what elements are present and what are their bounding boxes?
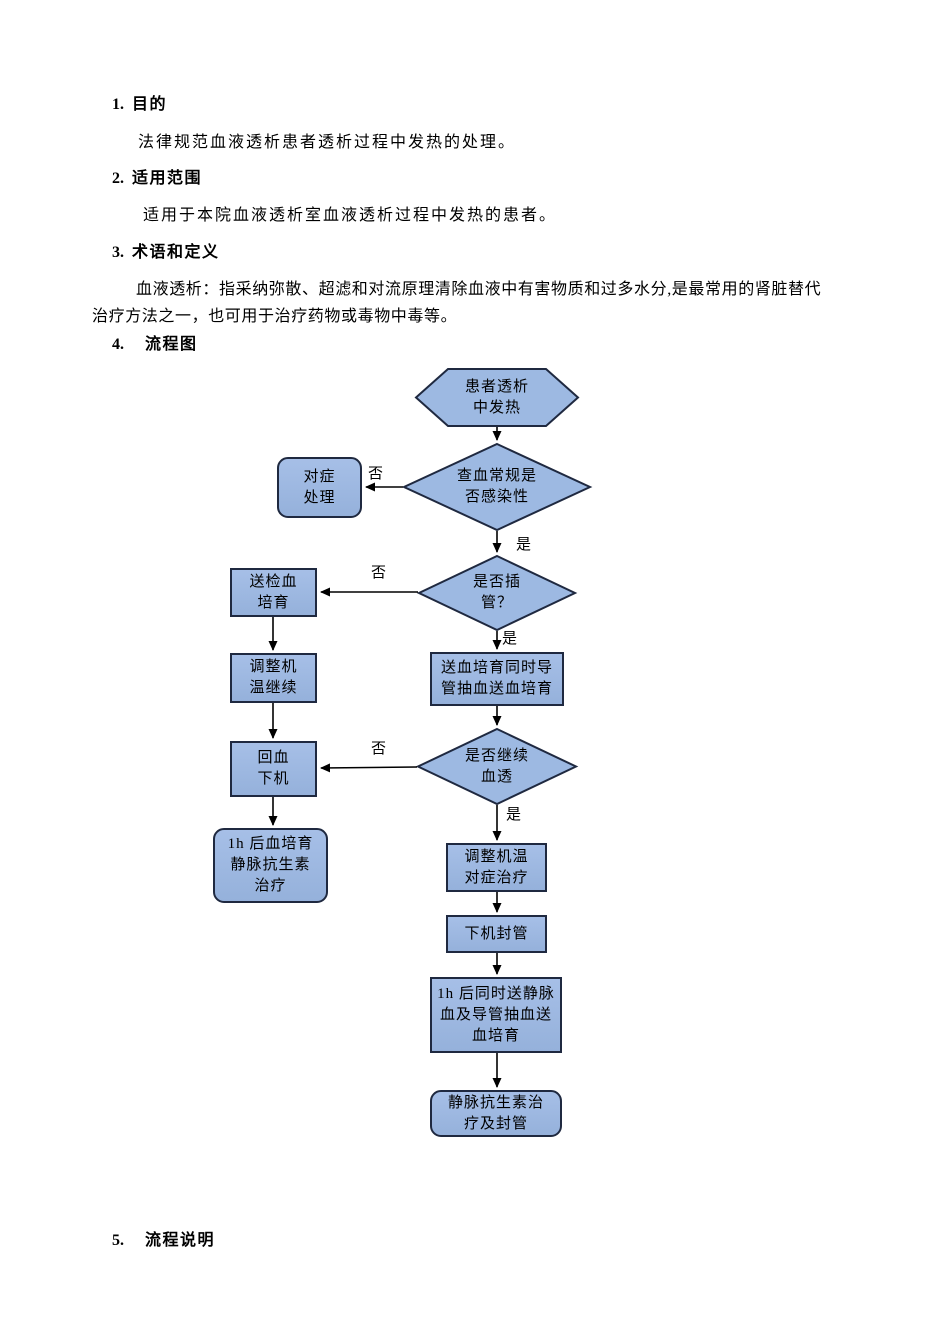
edge-label-no-infection: 否: [368, 466, 384, 482]
section-3-body-line2: 治疗方法之一，也可用于治疗药物或毒物中毒等。: [92, 308, 458, 325]
flow-node-adjust-temp-continue-label: 调整机 温继续: [249, 659, 298, 696]
flow-node-iv-antibiotics-seal-label: 静脉抗生素治 疗及封管: [447, 1094, 544, 1132]
flow-node-adjust-temp-treat-label: 调整机温 对症治疗: [464, 848, 529, 886]
flow-node-send-culture-catheter-label: 送血培育同时导 管抽血送血培育: [440, 660, 553, 697]
flow-node-symptomatic-treatment-label: 对症 处理: [303, 468, 336, 506]
flow-node-culture-iv-antibiotics: 1h 后血培育 静脉抗生素 治疗: [213, 828, 328, 903]
flow-node-send-blood-culture: 送检血 培育: [230, 568, 317, 617]
section-1-title: 目的: [132, 96, 168, 113]
flow-node-send-vein-catheter-culture-label: 1h 后同时送静脉 血及导管抽血送 血培育: [437, 985, 555, 1044]
flow-node-adjust-temp-continue: 调整机 温继续: [230, 653, 317, 703]
edge-label-no-catheter: 否: [371, 565, 387, 581]
flow-node-off-machine-seal-label: 下机封管: [464, 925, 529, 942]
arrow-continue-no-return: [320, 763, 418, 773]
section-3-number: 3.: [112, 244, 124, 261]
flow-node-send-vein-catheter-culture: 1h 后同时送静脉 血及导管抽血送 血培育: [430, 977, 562, 1053]
hexagon-shape: [414, 368, 580, 427]
flow-node-is-catheterized-label: 是否插 管？: [472, 574, 521, 611]
section-5-heading: 5. 流程说明: [112, 1226, 215, 1250]
section-3-body-line1: 血液透析：指采纳弥散、超滤和对流原理清除血液中有害物质和过多水分,是最常用的肾脏…: [136, 281, 822, 298]
flow-node-off-machine-seal: 下机封管: [446, 915, 547, 953]
flow-node-iv-antibiotics-seal: 静脉抗生素治 疗及封管: [430, 1090, 562, 1137]
diamond-shape: [416, 554, 578, 632]
flow-node-adjust-temp-treat: 调整机温 对症治疗: [446, 843, 547, 892]
section-1-body: 法律规范血液透析患者透析过程中发热的处理。: [138, 134, 517, 151]
section-3-heading: 3. 术语和定义: [112, 238, 220, 262]
flow-node-send-blood-culture-label: 送检血 培育: [249, 573, 298, 611]
section-4-title: 流程图: [145, 336, 198, 353]
section-2-body: 适用于本院血液透析室血液透析过程中发热的患者。: [143, 207, 558, 224]
section-1-number: 1.: [112, 96, 124, 113]
flow-node-return-blood-off: 回血 下机: [230, 741, 317, 797]
flow-node-check-infection-label: 查血常规是 否感染性: [456, 468, 537, 505]
flow-node-return-blood-off-label: 回血 下机: [257, 750, 290, 787]
edge-label-no-continue: 否: [371, 741, 387, 757]
section-5-title: 流程说明: [145, 1232, 216, 1249]
diamond-shape: [401, 442, 593, 532]
edge-label-yes-catheter: 是: [502, 631, 518, 647]
section-3-title: 术语和定义: [132, 244, 220, 261]
section-4-number: 4.: [112, 336, 124, 353]
edge-label-yes-infection: 是: [516, 537, 532, 553]
flow-node-send-culture-catheter: 送血培育同时导 管抽血送血培育: [430, 652, 564, 706]
flow-node-is-catheterized: 是否插 管？: [416, 554, 578, 632]
flow-node-symptomatic-treatment: 对症 处理: [277, 457, 362, 518]
flow-node-start-label: 患者透析 中发热: [464, 378, 529, 416]
flow-node-start: 患者透析 中发热: [414, 368, 580, 427]
flow-node-culture-iv-antibiotics-label: 1h 后血培育 静脉抗生素 治疗: [227, 836, 314, 894]
section-2-title: 适用范围: [132, 170, 203, 187]
section-4-heading: 4. 流程图: [112, 330, 198, 354]
diamond-shape: [415, 727, 579, 806]
section-2-heading: 2. 适用范围: [112, 164, 202, 188]
section-2-number: 2.: [112, 170, 124, 187]
section-1-heading: 1. 目的: [112, 90, 167, 114]
flow-node-check-infection: 查血常规是 否感染性: [401, 442, 593, 532]
flow-node-continue-dialysis: 是否继续 血透: [415, 727, 579, 806]
flow-node-continue-dialysis-label: 是否继续 血透: [464, 747, 529, 785]
edge-label-yes-continue: 是: [506, 807, 522, 823]
section-5-number: 5.: [112, 1232, 124, 1249]
